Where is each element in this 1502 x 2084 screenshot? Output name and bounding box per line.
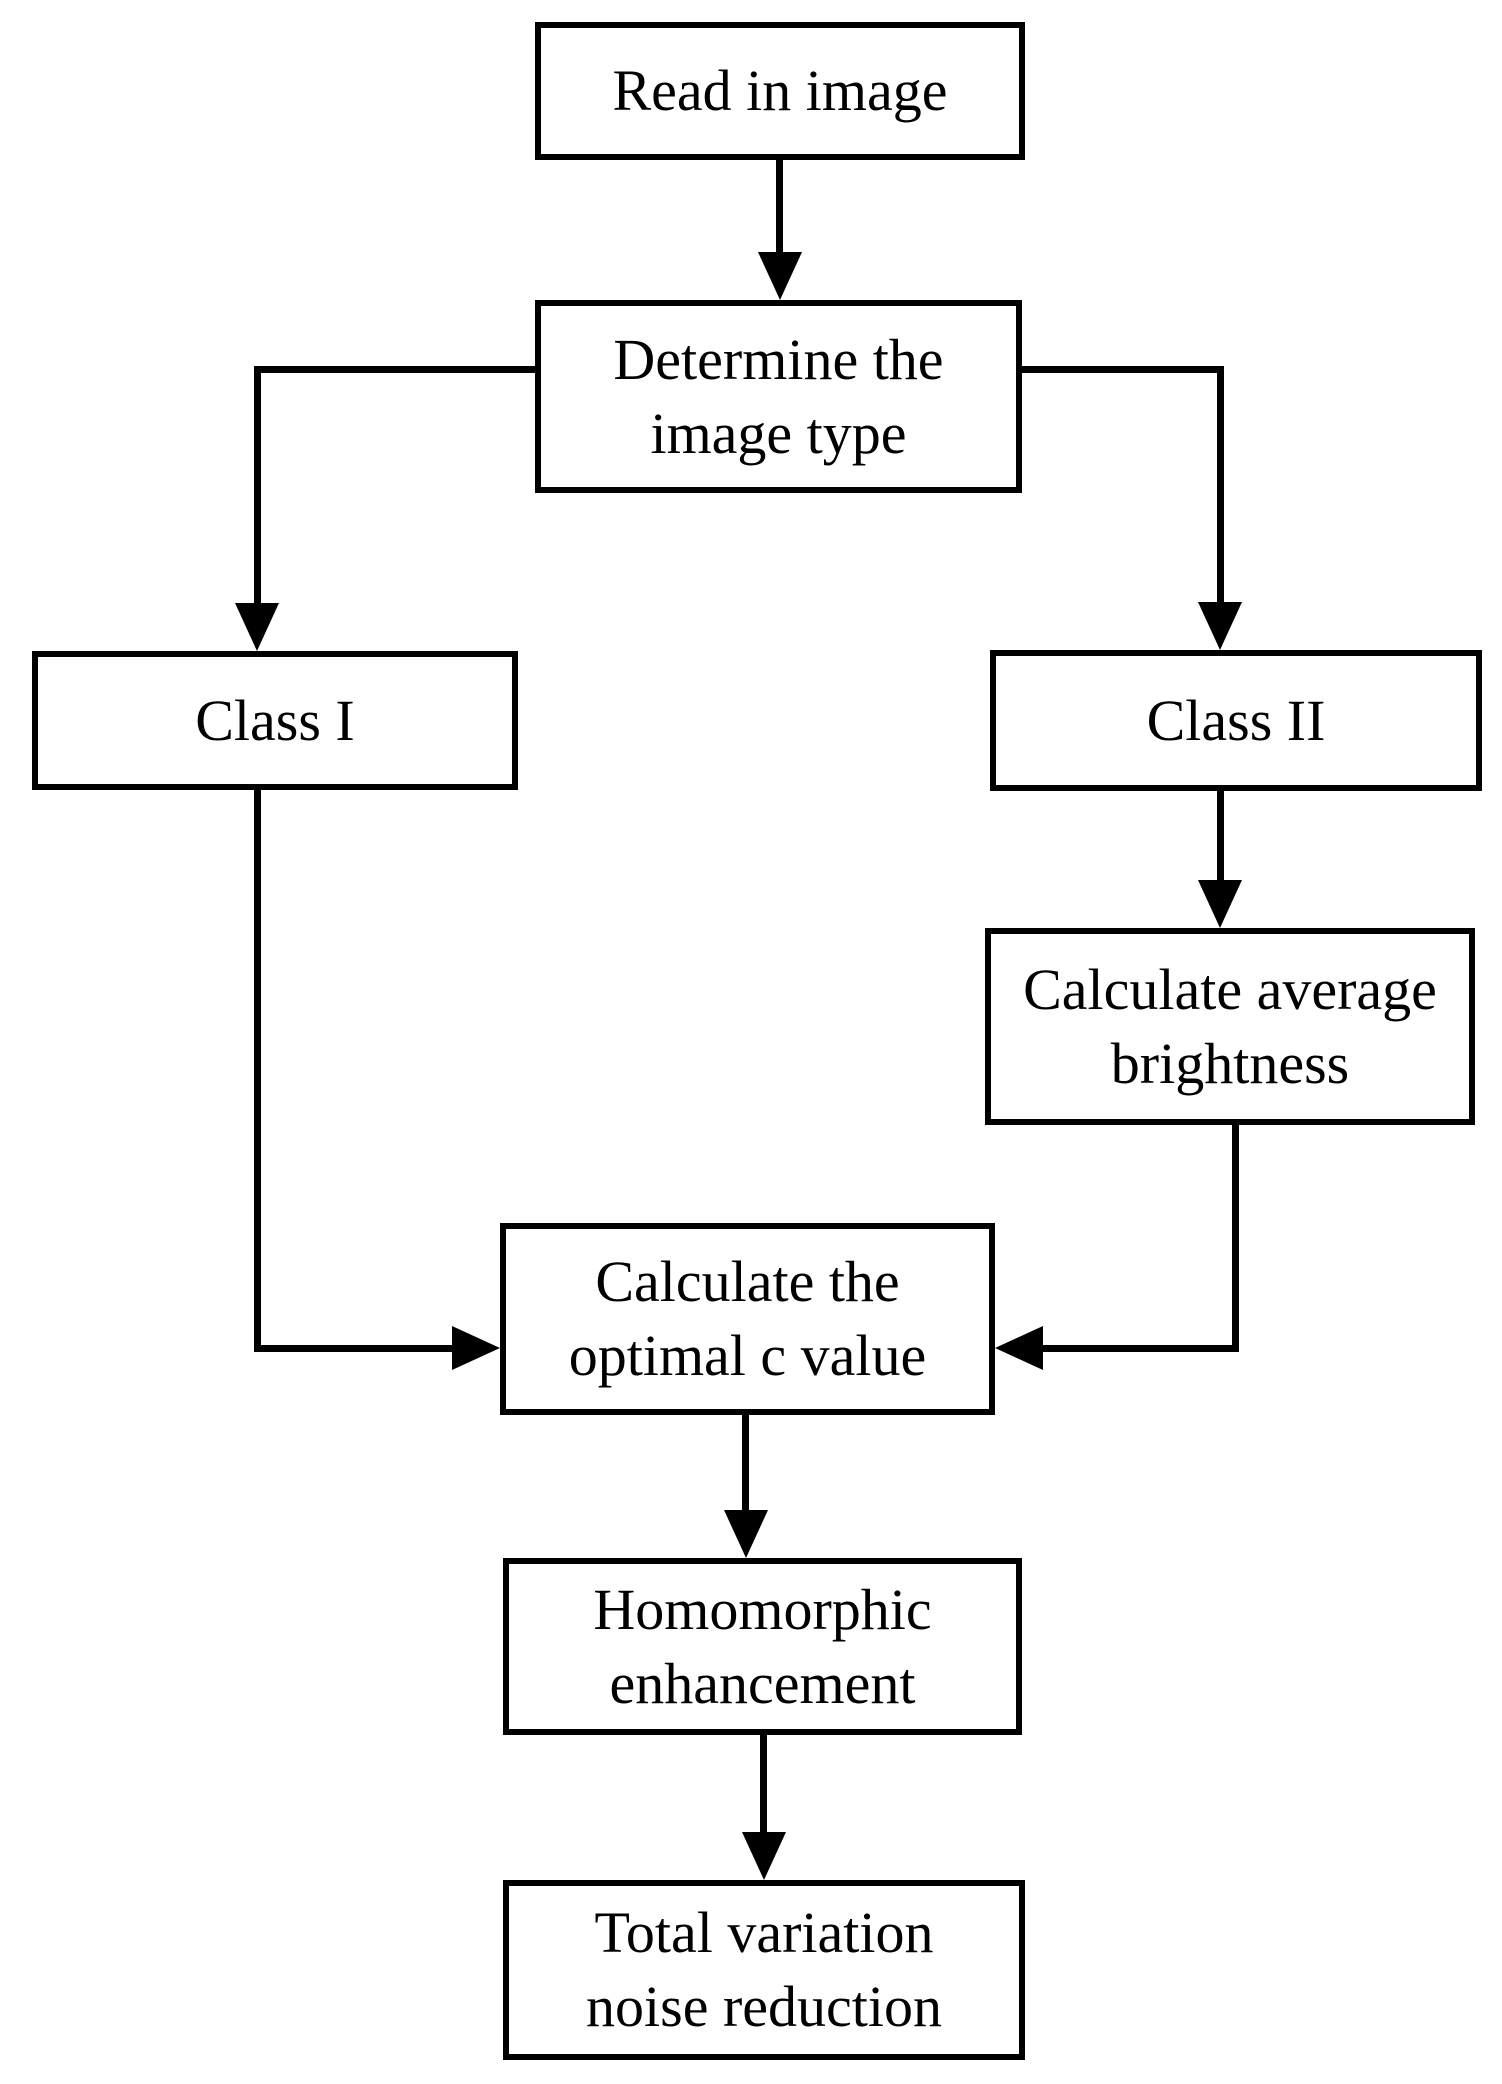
node-read-in-image: Read in image xyxy=(535,22,1025,160)
node-calculate-average-brightness-line2: brightness xyxy=(1110,1030,1350,1096)
node-homomorphic-enhancement-line1: Homomorphic xyxy=(593,1576,932,1642)
edge-determine-to-class-i-hline xyxy=(257,366,535,373)
edge-read-to-determine-arrowhead-icon xyxy=(758,252,802,300)
node-determine-image-type-line2: image type xyxy=(650,400,907,466)
node-class-i-label: Class I xyxy=(195,687,355,753)
edge-determine-to-class-ii-hline xyxy=(1022,366,1224,373)
edge-brightness-to-optimal-arrowhead-icon xyxy=(995,1326,1043,1370)
edge-optimal-to-homomorphic-arrowhead-icon xyxy=(724,1510,768,1558)
node-determine-image-type-line1: Determine the xyxy=(613,326,944,392)
node-determine-image-type: Determine the image type xyxy=(535,300,1022,493)
edge-read-to-determine-line xyxy=(776,160,783,254)
node-total-variation-noise-reduction-line1: Total variation xyxy=(594,1900,934,1965)
edge-determine-to-class-ii-arrowhead-icon xyxy=(1198,602,1242,650)
edge-homomorphic-to-total-arrowhead-icon xyxy=(742,1832,786,1880)
edge-brightness-to-optimal-hline xyxy=(1041,1345,1239,1352)
node-class-ii-label: Class II xyxy=(1146,687,1326,753)
edge-class-ii-to-brightness-line xyxy=(1217,791,1224,881)
edge-determine-to-class-ii-vline xyxy=(1217,366,1224,604)
node-homomorphic-enhancement: Homomorphic enhancement xyxy=(503,1558,1022,1735)
edge-homomorphic-to-total-line xyxy=(760,1735,767,1834)
node-calculate-optimal-c-value-line2: optimal c value xyxy=(568,1323,927,1388)
edge-class-i-to-optimal-hline xyxy=(254,1345,454,1352)
node-calculate-optimal-c-value: Calculate the optimal c value xyxy=(500,1223,995,1415)
edge-determine-to-class-i-vline xyxy=(254,366,261,604)
edge-class-ii-to-brightness-arrowhead-icon xyxy=(1198,880,1242,928)
edge-determine-to-class-i-arrowhead-icon xyxy=(235,603,279,651)
node-total-variation-noise-reduction: Total variation noise reduction xyxy=(503,1880,1025,2060)
node-total-variation-noise-reduction-line2: noise reduction xyxy=(586,1974,942,2039)
edge-brightness-to-optimal-vline xyxy=(1232,1125,1239,1352)
node-calculate-average-brightness: Calculate average brightness xyxy=(985,928,1475,1125)
node-calculate-average-brightness-line1: Calculate average xyxy=(1023,956,1437,1022)
node-class-ii: Class II xyxy=(990,650,1482,791)
edge-class-i-to-optimal-arrowhead-icon xyxy=(452,1326,500,1370)
edge-optimal-to-homomorphic-line xyxy=(742,1415,749,1512)
edge-class-i-to-optimal-vline xyxy=(254,790,261,1352)
node-class-i: Class I xyxy=(32,651,518,790)
node-read-in-image-label: Read in image xyxy=(612,58,948,123)
node-homomorphic-enhancement-line2: enhancement xyxy=(609,1650,916,1716)
node-calculate-optimal-c-value-line1: Calculate the xyxy=(595,1249,900,1314)
